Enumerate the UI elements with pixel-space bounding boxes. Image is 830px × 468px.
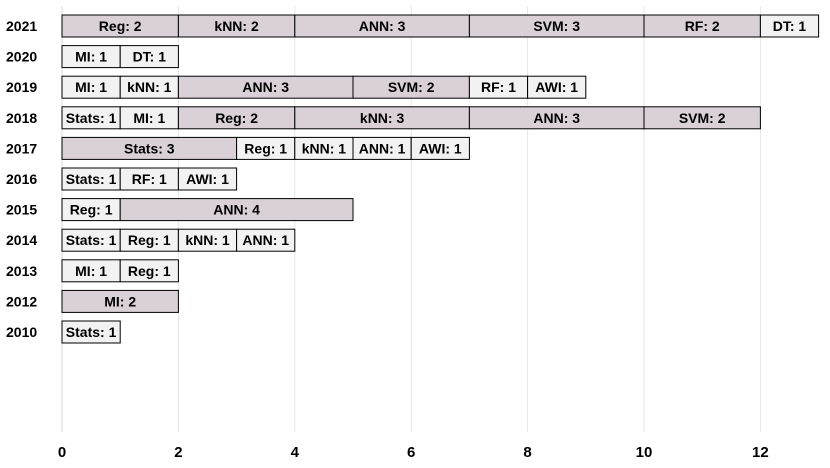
bar-segment-label: DT: 1: [773, 18, 807, 34]
x-tick-label: 6: [407, 444, 415, 461]
bar-segment-label: ANN: 3: [533, 110, 580, 126]
bar-segment: [119, 198, 354, 222]
bar-segment-label: RF: 1: [481, 79, 516, 95]
year-label-2019: 2019: [6, 79, 37, 95]
bar-segment: [61, 320, 121, 344]
bar-segment: [643, 106, 761, 130]
year-label-2014: 2014: [6, 232, 37, 248]
year-label-2018: 2018: [6, 110, 37, 126]
bar-segment-label: ANN: 3: [359, 18, 406, 34]
bar-segment: [119, 259, 179, 283]
x-tick-label: 12: [752, 444, 769, 461]
bar-segment: [177, 167, 238, 191]
bar-segment-label: AWI: 1: [419, 140, 462, 156]
x-tick-label: 2: [174, 444, 182, 461]
bar-segment-label: Stats: 1: [66, 171, 117, 187]
bar-segment-label: AWI: 1: [186, 171, 229, 187]
year-label-2010: 2010: [6, 324, 37, 340]
bar-segment: [410, 136, 470, 160]
bar-segment-label: Stats: 1: [66, 324, 117, 340]
bar-segment-label: MI: 1: [75, 49, 107, 65]
year-label-2021: 2021: [6, 18, 37, 34]
bar-segment-label: Reg: 1: [128, 263, 171, 279]
year-label-2013: 2013: [6, 263, 37, 279]
bar-segment-label: ANN: 1: [359, 140, 406, 156]
x-tick-label: 8: [523, 444, 531, 461]
bar-segment-label: SVM: 2: [388, 79, 435, 95]
bar-segment-label: Reg: 2: [215, 110, 258, 126]
bar-segment-label: ANN: 1: [242, 232, 289, 248]
x-tick-label: 4: [291, 444, 300, 461]
bar-segment-label: MI: 1: [133, 110, 165, 126]
bar-segment-label: kNN: 3: [360, 110, 405, 126]
bar-segment-label: RF: 2: [685, 18, 720, 34]
year-labels: 2021 2020 2019 2018 2017 2016 2015 2014 2013 2012…: [6, 18, 37, 340]
x-axis-ticks: 0 2 4 6 8 10 12: [58, 444, 769, 461]
bar-segment: [236, 228, 296, 252]
bar-segment-label: AWI: 1: [535, 79, 578, 95]
bar-segment-label: MI: 1: [75, 263, 107, 279]
bar-segment-label: kNN: 1: [185, 232, 230, 248]
bar-segment: [527, 75, 587, 99]
bar-segment-label: SVM: 3: [533, 18, 580, 34]
bar-segment-label: ANN: 4: [213, 202, 260, 218]
bar-segment: [759, 14, 820, 38]
bars: Reg: 2 kNN: 2 ANN: 3 SVM: 3 RF: 2 DT: 1 MI: 1 D…: [61, 14, 820, 344]
bar-segment-label: MI: 1: [75, 79, 107, 95]
year-label-2015: 2015: [6, 202, 37, 218]
bar-segment-label: MI: 2: [104, 293, 136, 309]
bar-segment-label: ANN: 3: [242, 79, 289, 95]
x-tick-label: 10: [636, 444, 653, 461]
bar-segment-label: SVM: 2: [679, 110, 726, 126]
bar-segment: [119, 45, 179, 69]
bar-segment-label: Reg: 1: [70, 202, 113, 218]
bar-segment-label: Reg: 2: [99, 18, 142, 34]
year-label-2012: 2012: [6, 293, 37, 309]
bar-segment-label: RF: 1: [132, 171, 167, 187]
x-tick-label: 0: [58, 444, 66, 461]
bar-segment-label: Stats: 1: [66, 110, 117, 126]
bar-segment-label: Reg: 1: [128, 232, 171, 248]
year-label-2017: 2017: [6, 140, 37, 156]
bar-segment-label: kNN: 1: [302, 140, 347, 156]
bar-segment-label: Stats: 3: [124, 140, 175, 156]
bar-segment-label: kNN: 1: [127, 79, 172, 95]
bar-segment-label: Reg: 1: [244, 140, 287, 156]
bar-segment-label: DT: 1: [133, 49, 167, 65]
bar-segment-label: Stats: 1: [66, 232, 117, 248]
bar-segment: [61, 289, 179, 313]
bar-segment-label: kNN: 2: [214, 18, 259, 34]
year-label-2020: 2020: [6, 49, 37, 65]
year-label-2016: 2016: [6, 171, 37, 187]
